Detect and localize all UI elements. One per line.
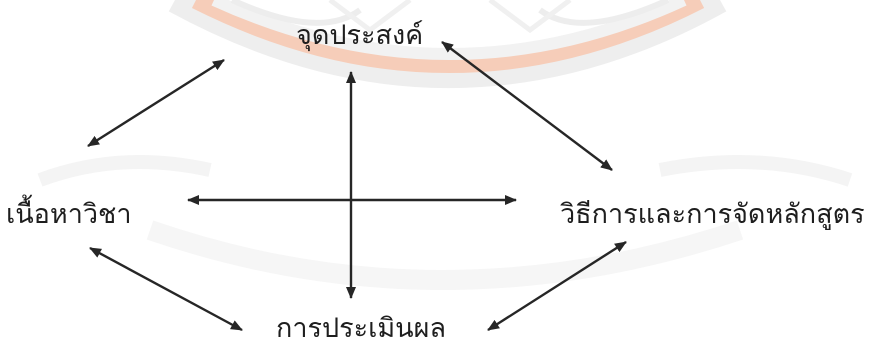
arrow-right-bottom — [487, 240, 627, 332]
arrow-top-right — [441, 41, 613, 171]
node-objectives: จุดประสงค์ — [296, 20, 424, 51]
node-methods-curriculum: วิธีการและการจัดหลักสูตร — [560, 199, 865, 230]
arrow-top-left — [87, 58, 225, 148]
node-subject-content: เนื้อหาวิชา — [6, 199, 132, 230]
arrow-left-bottom — [89, 246, 243, 332]
node-evaluation: การประเมินผล — [276, 313, 447, 341]
